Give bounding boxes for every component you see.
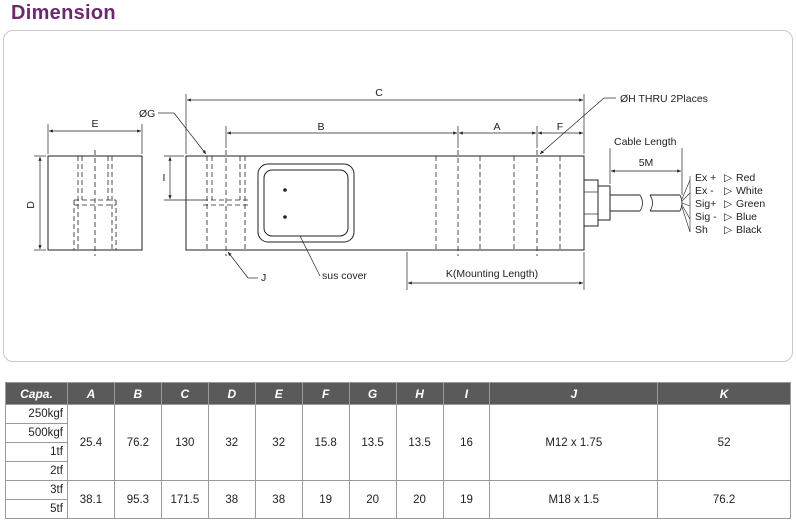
- wire-name: Ex -: [695, 185, 714, 197]
- wire-arrow: ▷: [724, 172, 733, 184]
- label-D: D: [25, 201, 37, 209]
- label-B: B: [317, 121, 324, 133]
- value-cell: 32: [254, 404, 303, 481]
- wire-color: Red: [736, 172, 755, 184]
- column-header: B: [113, 382, 162, 405]
- table-row: 5tf: [5, 499, 791, 519]
- column-header: A: [66, 382, 115, 405]
- label-I: I: [163, 172, 166, 184]
- wire-color: White: [736, 185, 763, 197]
- value-cell: 38: [207, 480, 256, 519]
- value-cell: 16: [442, 404, 491, 481]
- value-cell: 19: [442, 480, 491, 519]
- value-cell: M12 x 1.75: [489, 404, 659, 481]
- wire-legend: Ex + ▷ Red Ex - ▷ White Sig+ ▷ Green Sig…: [695, 172, 765, 236]
- value-cell: 76.2: [113, 404, 162, 481]
- label-A: A: [493, 121, 500, 133]
- column-header: Capa.: [5, 382, 68, 405]
- label-J: J: [261, 272, 266, 284]
- wire-arrow: ▷: [724, 185, 733, 197]
- value-cell: 25.4: [66, 404, 115, 481]
- wire-color: Green: [736, 198, 765, 210]
- column-header: C: [160, 382, 209, 405]
- value-cell: 52: [657, 404, 791, 481]
- label-cable-5m: 5M: [639, 157, 654, 169]
- capacity-cell: 500kgf: [5, 423, 68, 443]
- capacity-cell: 2tf: [5, 461, 68, 481]
- end-view: [34, 124, 143, 256]
- value-cell: M18 x 1.5: [489, 480, 659, 519]
- wire-name: Ex +: [695, 172, 716, 184]
- wire-color: Black: [736, 224, 762, 236]
- label-H: ØH THRU 2Places: [620, 93, 708, 105]
- end-view-hidden-lines: [73, 150, 117, 256]
- table-row: 1tf: [5, 442, 791, 462]
- column-header: F: [301, 382, 350, 405]
- capacity-cell: 3tf: [5, 480, 68, 500]
- value-cell: 38.1: [66, 480, 115, 519]
- column-header: K: [657, 382, 791, 405]
- column-header: D: [207, 382, 256, 405]
- capacity-cell: 1tf: [5, 442, 68, 462]
- label-K: K(Mounting Length): [446, 268, 538, 280]
- front-hidden-lines: [203, 150, 561, 256]
- wire-name: Sig+: [695, 198, 716, 210]
- column-header: E: [254, 382, 303, 405]
- sus-cover-outline: [257, 163, 355, 243]
- value-cell: 13.5: [348, 404, 397, 481]
- table-row: 3tf 38.1 95.3 171.5 38 38 19 20 20 19 M1…: [5, 480, 791, 519]
- value-cell: 95.3: [113, 480, 162, 519]
- value-cell: 15.8: [301, 404, 350, 481]
- page-title: Dimension: [11, 2, 116, 24]
- wire-name: Sig -: [695, 211, 717, 223]
- wire-name: Sh: [695, 224, 708, 236]
- label-G: ØG: [139, 108, 155, 120]
- value-cell: 20: [348, 480, 397, 519]
- table-row: 250kgf 25.4 76.2 130 32 32 15.8 13.5 13.…: [5, 404, 791, 481]
- load-cell-body: [185, 155, 585, 251]
- value-cell: 171.5: [160, 480, 209, 519]
- value-cell: 20: [395, 480, 444, 519]
- wire-arrow: ▷: [724, 224, 733, 236]
- label-sus-cover: sus cover: [322, 270, 367, 282]
- value-cell: 38: [254, 480, 303, 519]
- value-cell: 19: [301, 480, 350, 519]
- table-header-row: Capa. A B C D E F G H I J K: [5, 382, 791, 405]
- label-F: F: [557, 121, 563, 133]
- wire-fanout: [681, 176, 691, 233]
- sus-cover-inner: [263, 169, 349, 237]
- column-header: H: [395, 382, 444, 405]
- wire-arrow: ▷: [724, 198, 733, 210]
- label-E: E: [91, 118, 98, 130]
- dimension-drawing-panel: [3, 30, 793, 362]
- value-cell: 130: [160, 404, 209, 481]
- capacity-cell: 5tf: [5, 499, 68, 519]
- column-header: G: [348, 382, 397, 405]
- table-row: 500kgf: [5, 423, 791, 443]
- dimension-drawing: E D: [25, 87, 765, 290]
- capacity-cell: 250kgf: [5, 404, 68, 424]
- value-cell: 32: [207, 404, 256, 481]
- value-cell: 13.5: [395, 404, 444, 481]
- column-header: J: [489, 382, 659, 405]
- dimension-table: Capa. A B C D E F G H I J K 250kgf 25.4 …: [5, 382, 791, 519]
- table-row: 2tf: [5, 461, 791, 481]
- front-view: [158, 94, 691, 290]
- column-header: I: [442, 382, 491, 405]
- wire-color: Blue: [736, 211, 757, 223]
- label-cable-length: Cable Length: [614, 136, 677, 148]
- cable-gland: [583, 179, 599, 227]
- label-C: C: [375, 87, 383, 99]
- wire-arrow: ▷: [724, 211, 733, 223]
- value-cell: 76.2: [657, 480, 791, 519]
